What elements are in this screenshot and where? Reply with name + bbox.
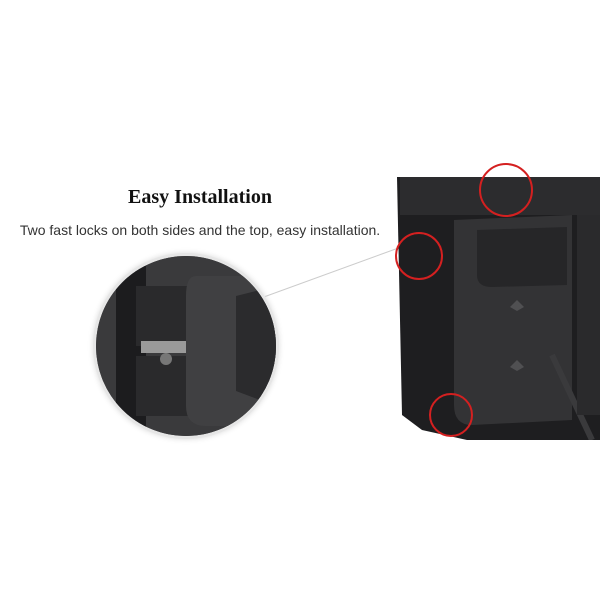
lock-closeup-image	[93, 253, 279, 439]
callout-line	[265, 245, 405, 297]
section-title: Easy Installation	[128, 186, 272, 208]
side-lock-marker	[395, 232, 443, 280]
led-cabinet-image	[392, 163, 600, 442]
lock-closeup-illustration	[96, 256, 276, 436]
section-subtitle: Two fast locks on both sides and the top…	[19, 222, 381, 238]
top-lock-marker	[479, 163, 533, 217]
cabinet-illustration	[397, 177, 600, 442]
bottom-lock-marker	[429, 393, 473, 437]
